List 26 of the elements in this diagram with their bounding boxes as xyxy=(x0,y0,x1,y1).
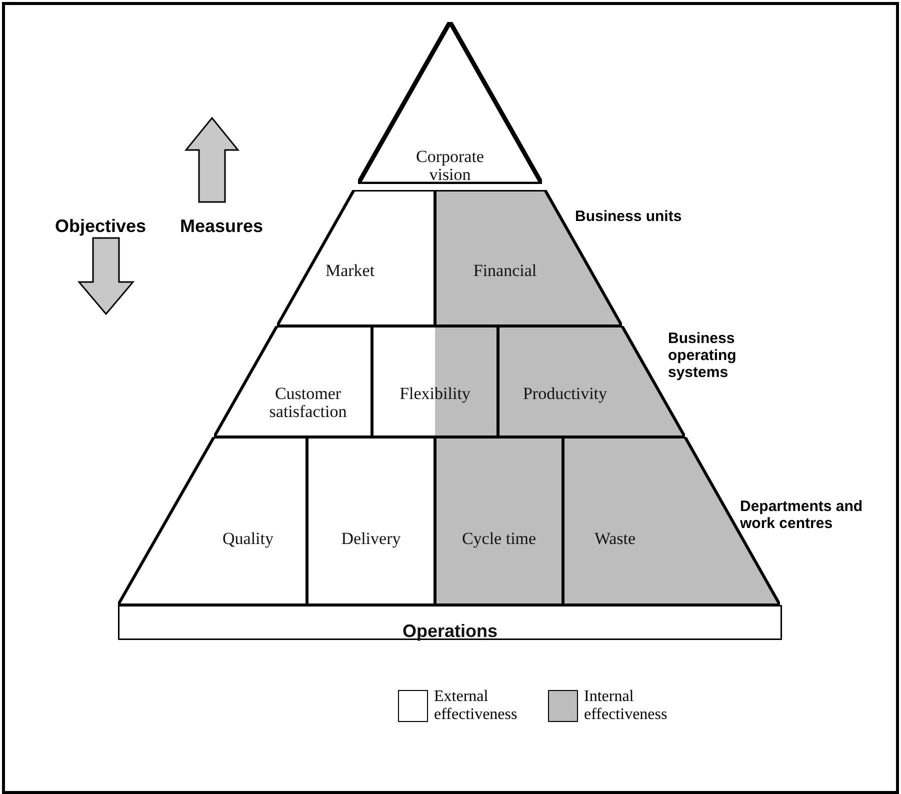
pyramid-segment xyxy=(372,326,498,437)
segment-label: Financial xyxy=(472,262,538,280)
bar-label: Operations xyxy=(401,622,499,640)
segment-label: Corporate vision xyxy=(415,148,485,184)
pyramid-segment xyxy=(214,326,372,437)
segment-label: Waste xyxy=(593,530,637,548)
arrow-label: Objectives xyxy=(55,218,146,235)
segment-label: Quality xyxy=(222,530,274,548)
level-label: Business operating systems xyxy=(668,330,738,381)
legend-label: External effectiveness xyxy=(434,688,518,724)
segment-label: Productivity xyxy=(522,385,608,403)
segment-label: Cycle time xyxy=(460,530,538,548)
legend-label: Internal effectiveness xyxy=(584,688,668,724)
segment-label: Flexibility xyxy=(398,385,472,403)
pyramid-segment xyxy=(307,437,435,605)
pyramid-segment xyxy=(277,190,435,326)
base-bar xyxy=(118,605,782,640)
segment-label: Delivery xyxy=(340,530,402,548)
apex-triangle xyxy=(358,22,542,184)
level-label: Business units xyxy=(575,208,683,225)
pyramid-segment xyxy=(435,437,563,605)
arrow-label: Measures xyxy=(180,218,264,235)
segment-label: Customer satisfaction xyxy=(268,385,348,421)
pyramid-segment xyxy=(118,437,307,605)
segment-label: Market xyxy=(324,262,376,280)
level-label: Departments and work centres xyxy=(740,498,864,532)
